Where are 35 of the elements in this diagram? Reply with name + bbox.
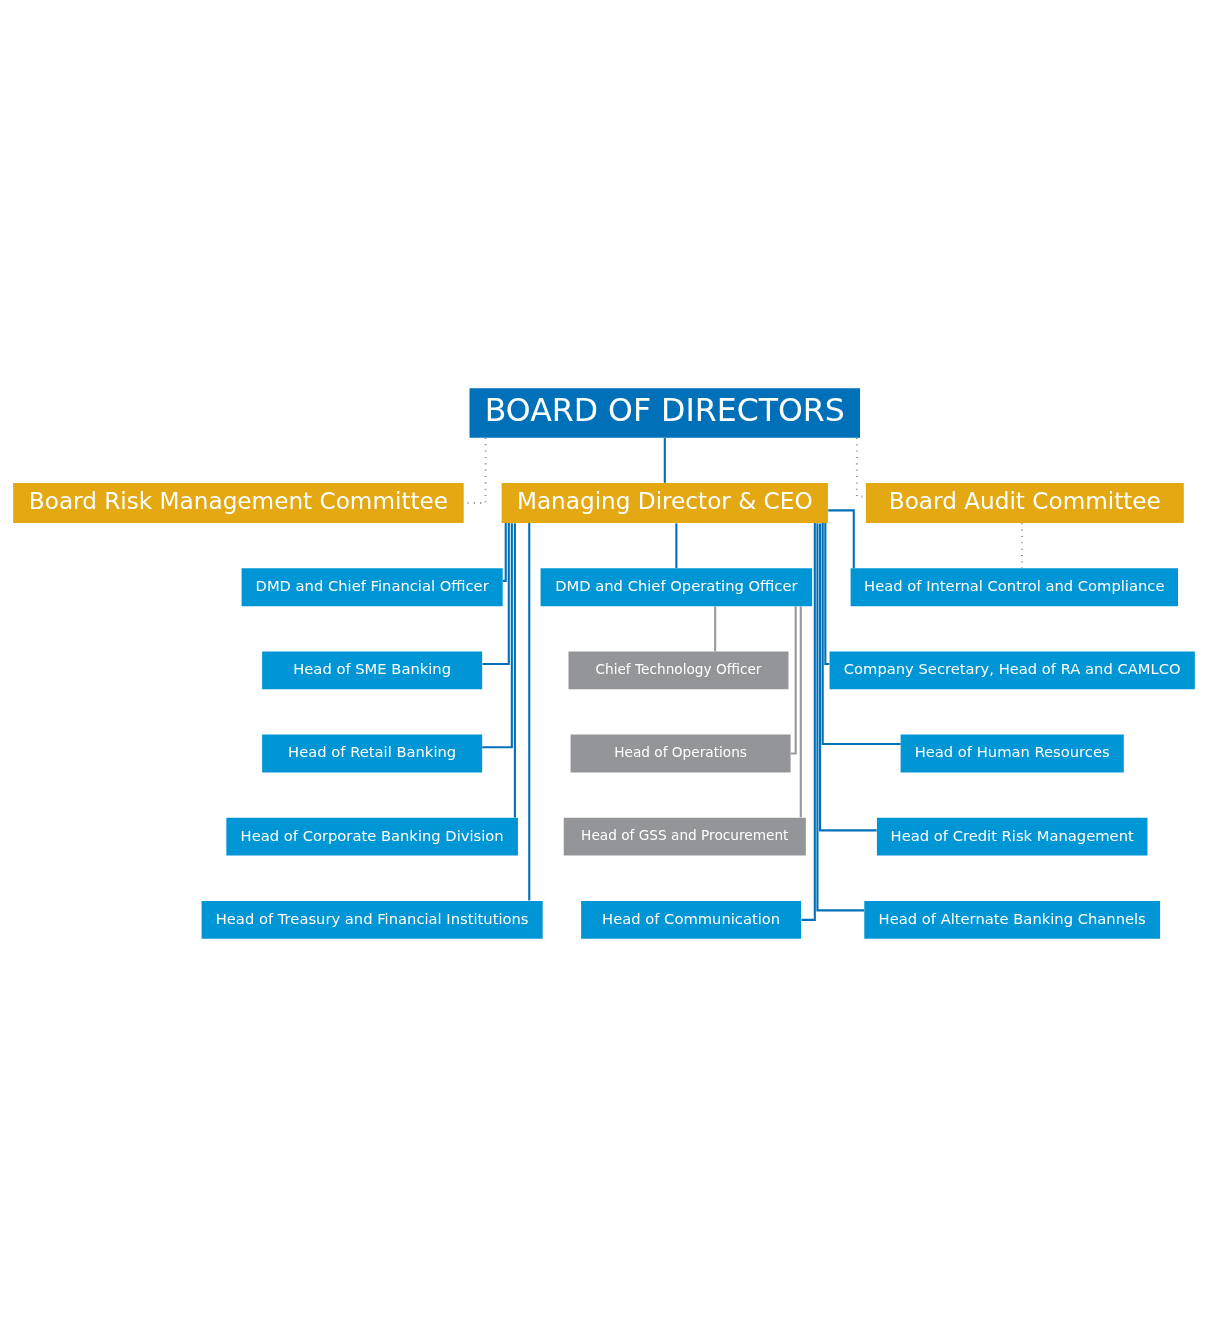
node-box: Head of Credit Risk Management xyxy=(876,817,1148,856)
connector xyxy=(828,508,855,568)
connector xyxy=(675,522,678,568)
connector xyxy=(663,437,666,483)
node-box: Head of GSS and Procurement xyxy=(563,817,806,856)
node-box: Chief Technology Officer xyxy=(568,650,789,689)
node-box: DMD and Chief Financial Officer xyxy=(241,567,503,606)
node-box: Head of Communication xyxy=(581,900,802,939)
connector xyxy=(790,605,797,755)
connector xyxy=(824,522,830,665)
node-box: Head of Human Resources xyxy=(900,734,1124,772)
connector xyxy=(513,522,516,817)
node-box: Board Audit Committee xyxy=(865,482,1184,523)
node-box: Head of Retail Banking xyxy=(262,734,483,772)
connector xyxy=(819,522,877,831)
connector xyxy=(714,605,717,651)
node-box: Board Risk Management Committee xyxy=(13,482,464,523)
connector xyxy=(801,522,816,921)
node-box: BOARD OF DIRECTORS xyxy=(469,387,861,438)
node-box: Head of Corporate Banking Division xyxy=(226,817,518,856)
node-box: Head of Treasury and Financial Institutions xyxy=(201,900,543,939)
connector xyxy=(816,522,865,911)
connector xyxy=(821,522,901,745)
node-box: Company Secretary, Head of RA and CAMLCO xyxy=(829,650,1195,689)
node-box: Head of Internal Control and Compliance xyxy=(850,567,1178,606)
connector xyxy=(502,522,507,582)
connector xyxy=(528,522,531,900)
node-box: Head of Operations xyxy=(570,734,791,772)
connector xyxy=(799,605,802,817)
connector xyxy=(482,522,513,748)
node-box: DMD and Chief Operating Officer xyxy=(540,567,813,606)
node-box: Head of Alternate Banking Channels xyxy=(864,900,1161,939)
connector xyxy=(482,522,510,665)
node-box: Managing Director & CEO xyxy=(501,482,828,523)
node-box: Head of SME Banking xyxy=(262,650,483,689)
